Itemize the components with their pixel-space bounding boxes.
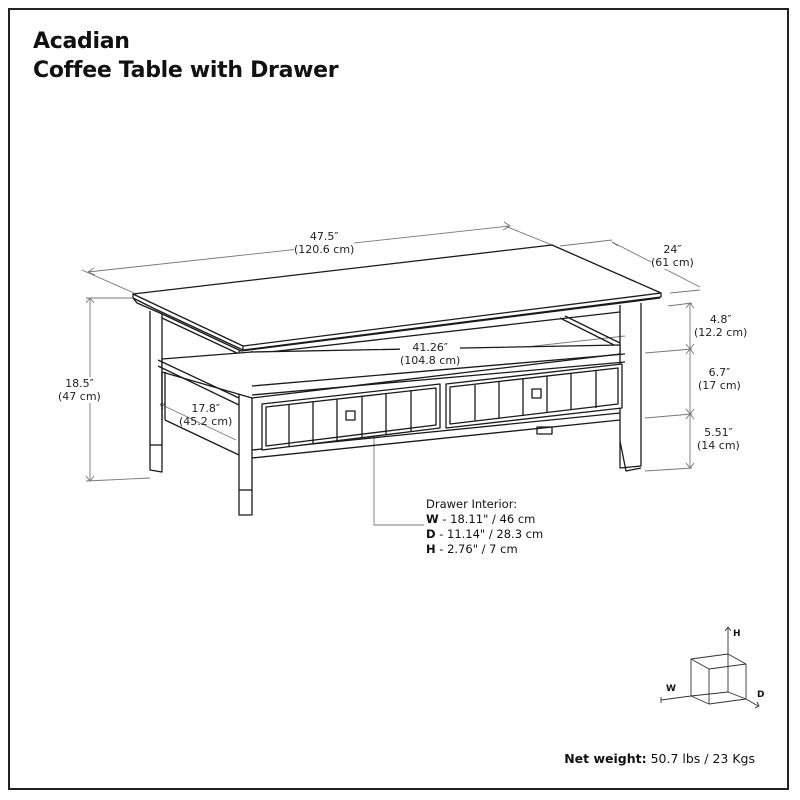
shelf-depth-inches: 17.8″: [191, 402, 220, 415]
overall-height-label: 18.5″ (47 cm): [58, 377, 101, 403]
table-top: [132, 244, 662, 352]
drawer-section-height-label: 6.7″ (17 cm): [698, 366, 741, 392]
series-title: Acadian: [33, 29, 130, 54]
row-value: - 18.11" / 46 cm: [438, 512, 536, 526]
axis-legend-cube: [660, 626, 760, 709]
shelf-width-cm: (104.8 cm): [400, 354, 461, 367]
top-section-height-label: 4.8″ (12.2 cm): [694, 313, 748, 339]
drawer-interior-row-w: W - 18.11" / 46 cm: [426, 512, 543, 527]
net-weight-value: 50.7 lbs / 23 Kgs: [646, 751, 755, 766]
diagram-frame: [8, 8, 789, 790]
shelf-width-inches: 41.26″: [412, 341, 448, 354]
ground-clearance-cm: (14 cm): [697, 439, 740, 452]
row-key: D: [426, 527, 436, 541]
drawers: [261, 363, 623, 451]
overall-width-inches: 47.5″: [309, 230, 339, 243]
row-value: - 2.76" / 7 cm: [435, 542, 518, 556]
shelf-depth-cm: (45.2 cm): [179, 415, 233, 428]
shelf-depth-label: 17.8″ (45.2 cm): [179, 402, 232, 428]
drawer-interior-note: Drawer Interior: W - 18.11" / 46 cm D - …: [426, 497, 543, 557]
drawer-interior-title: Drawer Interior:: [426, 497, 518, 511]
top-section-cm: (12.2 cm): [694, 326, 748, 339]
axis-label-width: W: [666, 684, 676, 694]
drawer-interior-row-h: H - 2.76" / 7 cm: [426, 542, 543, 557]
axis-label-depth: D: [757, 690, 765, 700]
overall-height-inches: 18.5″: [65, 377, 94, 390]
shelf-width-label: 41.26″ (104.8 cm): [400, 341, 461, 367]
left-drawer-pull: [345, 410, 356, 421]
top-section-inches: 4.8″: [709, 313, 732, 326]
row-value: - 11.14" / 28.3 cm: [435, 527, 544, 541]
axis-label-height: H: [733, 629, 741, 639]
ground-clearance-inches: 5.51″: [704, 426, 733, 439]
overall-width-cm: (120.6 cm): [294, 243, 355, 256]
overall-depth-cm: (61 cm): [651, 256, 694, 269]
ground-clearance-label: 5.51″ (14 cm): [697, 426, 740, 452]
drawer-section-cm: (17 cm): [698, 379, 741, 392]
net-weight: Net weight: 50.7 lbs / 23 Kgs: [564, 751, 755, 766]
row-key: W: [426, 512, 439, 526]
overall-width-label: 47.5″ (120.6 cm): [294, 230, 355, 256]
overall-depth-label: 24″ (61 cm): [651, 243, 694, 269]
drawer-interior-row-d: D - 11.14" / 28.3 cm: [426, 527, 543, 542]
overall-height-cm: (47 cm): [58, 390, 101, 403]
product-title: Coffee Table with Drawer: [33, 58, 339, 83]
overall-depth-inches: 24″: [663, 243, 682, 256]
drawer-section-inches: 6.7″: [708, 366, 731, 379]
legs-and-apron: [149, 303, 642, 516]
net-weight-label: Net weight:: [564, 751, 647, 766]
row-key: H: [426, 542, 436, 556]
right-drawer-pull: [531, 388, 542, 399]
